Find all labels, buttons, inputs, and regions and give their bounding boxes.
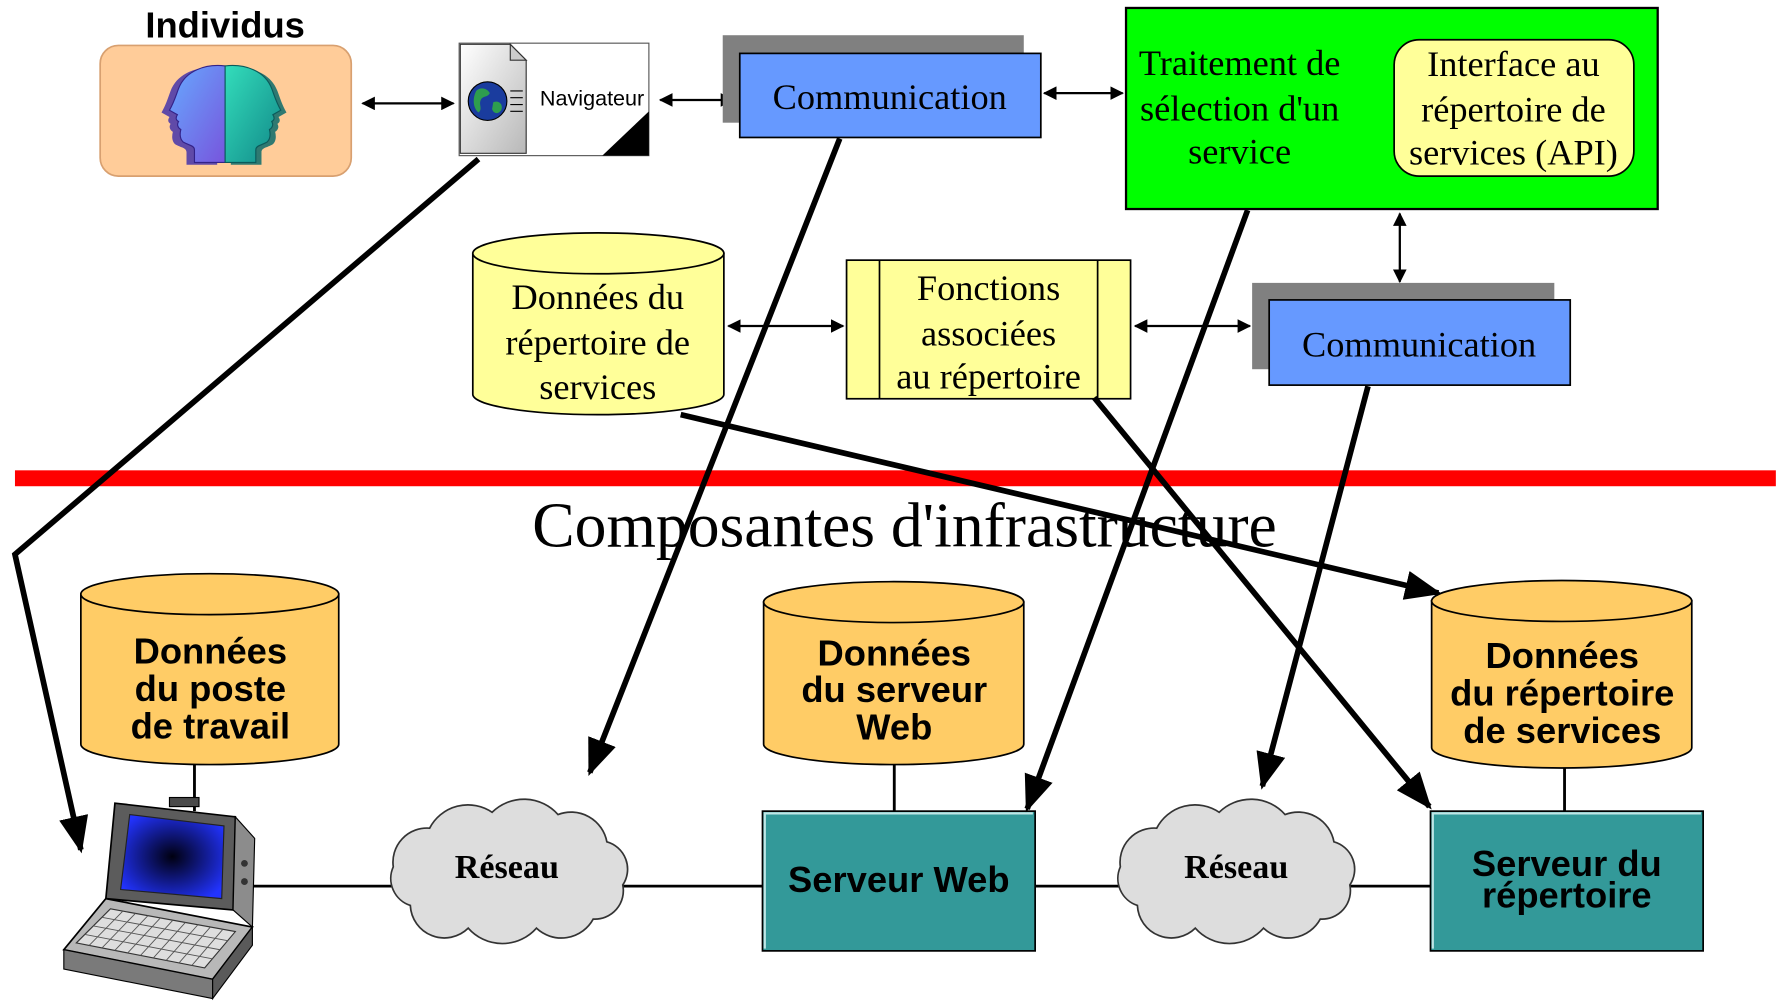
globe-document-icon (459, 42, 528, 154)
traitement-line: sélection d'un (1140, 88, 1339, 128)
communication-top-group: Communication (722, 35, 1042, 139)
interface-api-line: Interface au (1427, 44, 1600, 84)
individus-group: Individus (99, 4, 353, 177)
donnees-repertoire-infra-line: de services (1463, 710, 1661, 751)
two-faces-icon (161, 64, 287, 165)
communication-top-box (738, 52, 1042, 139)
donnees-repertoire-infra-line: Données (1486, 635, 1640, 676)
donnees-repertoire-line: services (539, 367, 656, 407)
network-links (193, 764, 1566, 888)
reseau-left-cloud (389, 798, 629, 945)
laptop-icon (62, 796, 256, 1001)
individus-label: Individus (145, 4, 305, 45)
traitement-line: service (1188, 132, 1291, 172)
reseau-left-label: Réseau (455, 849, 559, 886)
separator-line (14, 470, 1776, 487)
laptop-side-panel (232, 815, 256, 929)
serveur-web-label: Serveur Web (788, 859, 1010, 900)
cylinder-top (762, 580, 1025, 624)
cylinder-top (471, 232, 725, 275)
donnees-repertoire-infra-cylinder: Données du répertoire de services (1430, 579, 1693, 769)
serveur-repertoire-line: répertoire (1482, 875, 1652, 916)
interface-api-box (1393, 38, 1635, 177)
serveur-web-box (761, 810, 1036, 952)
serveur-repertoire-highlight (1431, 812, 1701, 949)
cylinder-top (1430, 579, 1693, 623)
left-face (168, 64, 226, 164)
laptop-right-edge (212, 925, 253, 1001)
donnees-poste-line: Données (134, 630, 288, 671)
fonctions-line: Fonctions (917, 268, 1060, 308)
donnees-repertoire-line: Données du (511, 277, 684, 317)
cloud-icon (389, 798, 629, 945)
infrastructure-title: Composantes d'infrastructure (532, 489, 1277, 560)
document-fold (509, 42, 528, 61)
donnees-repertoire-line: répertoire de (505, 322, 690, 362)
donnees-poste-cylinder: Données du poste de travail (80, 572, 340, 766)
fonctions-line: au répertoire (896, 357, 1081, 397)
cylinder-body (80, 593, 340, 766)
laptop-keys (84, 910, 228, 966)
donnees-serveur-web-cylinder: Données du serveur Web (762, 580, 1025, 766)
laptop-knob (241, 859, 248, 867)
interface-api-line: services (API) (1409, 133, 1618, 173)
cloud-icon (1117, 798, 1356, 945)
navigateur-label: Navigateur (540, 86, 644, 111)
reseau-right-label: Réseau (1184, 849, 1288, 886)
donnees-serveur-web-line: Web (856, 707, 932, 748)
arrow-traitement-to-serveur-web (1024, 209, 1251, 813)
serveur-repertoire-group: Serveur du répertoire (1429, 810, 1704, 952)
donnees-poste-line: de travail (131, 705, 291, 746)
communication-top-label: Communication (773, 77, 1007, 117)
communication-mid-box (1268, 299, 1572, 386)
laptop-screen (119, 813, 225, 900)
laptop-latch (168, 796, 200, 808)
donnees-repertoire-infra-line: du répertoire (1450, 672, 1674, 713)
traitement-line: Traitement de (1139, 43, 1341, 83)
cylinder-body (762, 601, 1025, 766)
cylinder-top (80, 572, 340, 616)
globe-continent (492, 101, 502, 114)
arrow-donnees-to-donnees-repertoire (680, 411, 1443, 600)
interface-api-line: répertoire de (1421, 90, 1606, 130)
fonctions-line: associées (921, 313, 1056, 353)
serveur-repertoire-line: Serveur du (1472, 843, 1662, 884)
traitement-group: Traitement de sélection d'un service Int… (1124, 6, 1659, 211)
reseau-right-cloud (1117, 798, 1356, 945)
cylinder-body (471, 252, 725, 416)
donnees-serveur-web-line: Données (818, 633, 972, 674)
serveur-web-highlight (763, 812, 1033, 949)
serveur-web-group: Serveur Web (761, 810, 1036, 952)
navigateur-group: Navigateur (458, 42, 650, 157)
arrow-communication-to-reseau (587, 137, 843, 776)
fonctions-group: Fonctions associées au répertoire (845, 259, 1132, 400)
communication-mid-label: Communication (1302, 325, 1536, 365)
document-text-lines (510, 90, 523, 112)
laptop-knob (241, 878, 248, 885)
cylinder-body (1430, 600, 1693, 769)
right-face (224, 64, 282, 164)
serveur-repertoire-box (1429, 810, 1704, 952)
arrow-navigateur-to-poste (11, 156, 481, 854)
donnees-repertoire-cylinder: Données du répertoire de services (471, 232, 725, 416)
donnees-poste-line: du poste (135, 668, 286, 709)
globe-continent (473, 88, 490, 113)
mapping-arrows (11, 137, 1443, 854)
arrow-fonctions-to-serveur-repertoire (1092, 395, 1432, 810)
arrow-communication-to-reseau-right (1256, 385, 1371, 790)
communication-mid-group: Communication (1252, 282, 1572, 386)
fonctions-box (845, 259, 1132, 400)
donnees-serveur-web-line: du serveur (801, 669, 987, 710)
